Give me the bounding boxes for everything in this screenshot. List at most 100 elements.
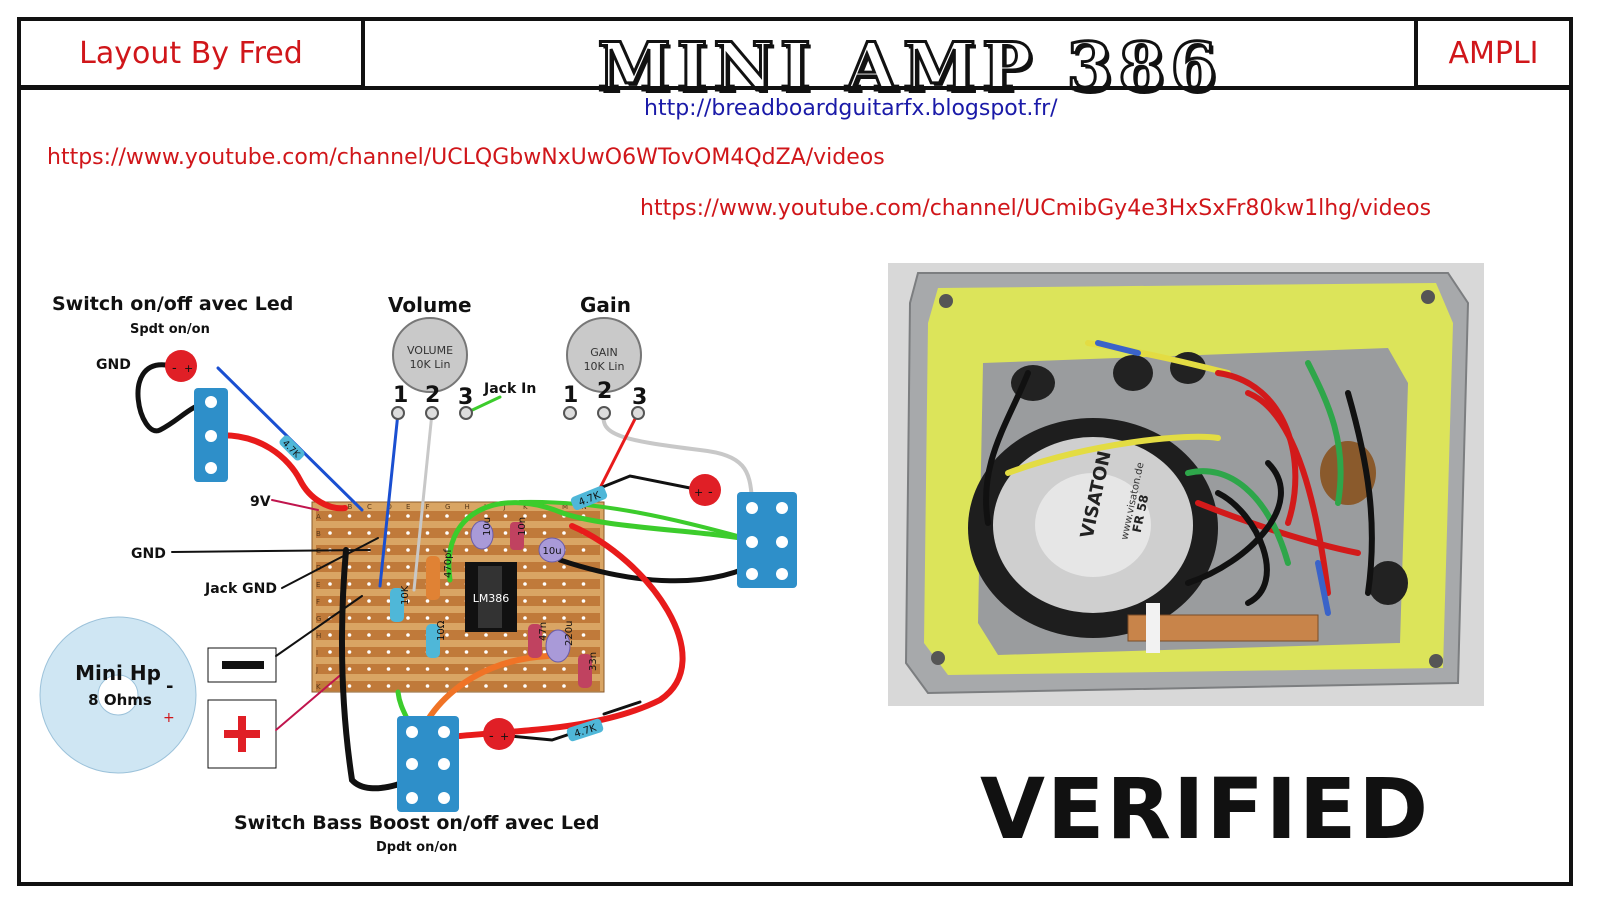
- hole-JB: [347, 667, 352, 671]
- hole-DB: [347, 565, 352, 569]
- hole-JD: [386, 667, 391, 671]
- mini-hp-label: Mini Hp: [75, 661, 161, 685]
- blog-link[interactable]: http://breadboardguitarfx.blogspot.fr/: [644, 96, 1058, 121]
- row-label-F: F: [316, 598, 320, 606]
- cap-33n-label: 33n: [588, 652, 599, 671]
- col-label-K: K: [523, 503, 528, 511]
- capacitor-33n: 33n: [578, 652, 599, 688]
- hole-EB: [347, 582, 352, 586]
- cap-10n-label: 10n: [517, 517, 528, 536]
- author-label: Layout By Fred: [79, 35, 303, 71]
- hole-BG: [445, 531, 449, 535]
- hole-BH: [464, 531, 469, 535]
- jack-gnd-label: Jack GND: [204, 581, 277, 597]
- col-label-F: F: [426, 503, 430, 511]
- hole-DD: [386, 565, 391, 569]
- row-label-J: J: [315, 666, 318, 674]
- hole-HD: [386, 633, 391, 637]
- switch-on-off-top[interactable]: [194, 388, 228, 482]
- gnd-label-top: GND: [96, 357, 131, 373]
- hole-GC: [367, 616, 371, 620]
- hole-IE: [406, 650, 410, 654]
- hole-FF: [425, 599, 430, 603]
- hole-IC: [367, 650, 371, 654]
- volume-pot[interactable]: VOLUME 10K Lin 1 2 3: [391, 317, 473, 420]
- hole-FL: [542, 599, 547, 603]
- hole-CK: [523, 548, 527, 552]
- hole-FB: [347, 599, 352, 603]
- hole-AL: [542, 514, 547, 518]
- ic-lm386: LM386: [465, 562, 517, 632]
- copper-strip-H: [316, 630, 600, 640]
- hole-FK: [523, 599, 527, 603]
- hole-KC: [367, 684, 371, 688]
- copper-strip-E: [316, 579, 600, 589]
- hole-JG: [445, 667, 449, 671]
- hole-GM: [562, 616, 566, 620]
- jack-in-label: Jack In: [483, 381, 536, 397]
- ohms-label: 8 Ohms: [88, 691, 152, 709]
- gain-pot[interactable]: GAIN 10K Lin 1 2 3: [563, 317, 647, 420]
- capacitor-10u-2: 10u: [538, 537, 566, 563]
- hole-BJ: [503, 531, 508, 535]
- hole-HA: [328, 633, 332, 637]
- hole-DM: [562, 565, 566, 569]
- hole-KF: [425, 684, 430, 688]
- hole-FC: [367, 599, 371, 603]
- col-label-E: E: [406, 503, 410, 511]
- hole-DL: [542, 565, 547, 569]
- col-label-M: M: [562, 503, 568, 511]
- hole-CH: [464, 548, 469, 552]
- hole-JJ: [503, 667, 508, 671]
- hole-IB: [347, 650, 352, 654]
- hole-JC: [367, 667, 371, 671]
- hole-HI: [484, 633, 488, 637]
- resistor-10k: 10K: [390, 585, 411, 622]
- hole-GD: [386, 616, 391, 620]
- resistor-10ohm: 10Ω: [426, 620, 447, 658]
- gain-pot-name: GAIN: [590, 346, 618, 359]
- bass-switch-subtitle: Dpdt on/on: [376, 840, 457, 855]
- youtube-link-2[interactable]: https://www.youtube.com/channel/UCmibGy4…: [640, 196, 1432, 221]
- led-top: - +: [165, 350, 197, 382]
- switch-led-title: Switch on/off avec Led: [52, 293, 293, 315]
- svg-text:+: +: [500, 730, 509, 743]
- hole-ID: [386, 650, 391, 654]
- speaker-symbol: [39, 616, 197, 774]
- hole-JK: [523, 667, 527, 671]
- row-label-B: B: [316, 530, 321, 538]
- switch-gain-right[interactable]: [737, 492, 797, 588]
- gain-label: Gain: [580, 293, 631, 317]
- hole-AK: [523, 514, 527, 518]
- volume-pot-name: VOLUME: [407, 344, 453, 357]
- hole-EC: [367, 582, 371, 586]
- led-bottom: - +: [483, 718, 515, 750]
- hole-BF: [425, 531, 430, 535]
- gain-pin-1: 1: [563, 383, 578, 408]
- hole-IL: [542, 650, 547, 654]
- header-divider: [17, 86, 1573, 90]
- switch-bass-boost[interactable]: [397, 716, 459, 812]
- hole-HJ: [503, 633, 508, 637]
- capacitor-220u: 220u: [545, 621, 575, 663]
- hole-BL: [542, 531, 547, 535]
- col-label-G: G: [445, 503, 450, 511]
- youtube-link-1[interactable]: https://www.youtube.com/channel/UCLQGbwN…: [47, 145, 885, 170]
- hp-minus-sign: -: [166, 676, 173, 697]
- copper-strip-G: [316, 613, 600, 623]
- hole-BM: [562, 531, 566, 535]
- hole-II: [484, 650, 488, 654]
- volume-pot-value: 10K Lin: [410, 358, 451, 371]
- hole-EM: [562, 582, 566, 586]
- volume-label: Volume: [388, 293, 472, 317]
- volume-pin-1: 1: [393, 383, 408, 408]
- hole-FG: [445, 599, 449, 603]
- hole-HL: [542, 633, 547, 637]
- hole-GG: [445, 616, 449, 620]
- speaker-plus-terminal: [207, 699, 277, 769]
- hole-HN: [581, 633, 586, 637]
- hole-BA: [328, 531, 332, 535]
- capacitor-10u-1: 10u: [470, 517, 494, 550]
- hole-HC: [367, 633, 371, 637]
- hole-JA: [328, 667, 332, 671]
